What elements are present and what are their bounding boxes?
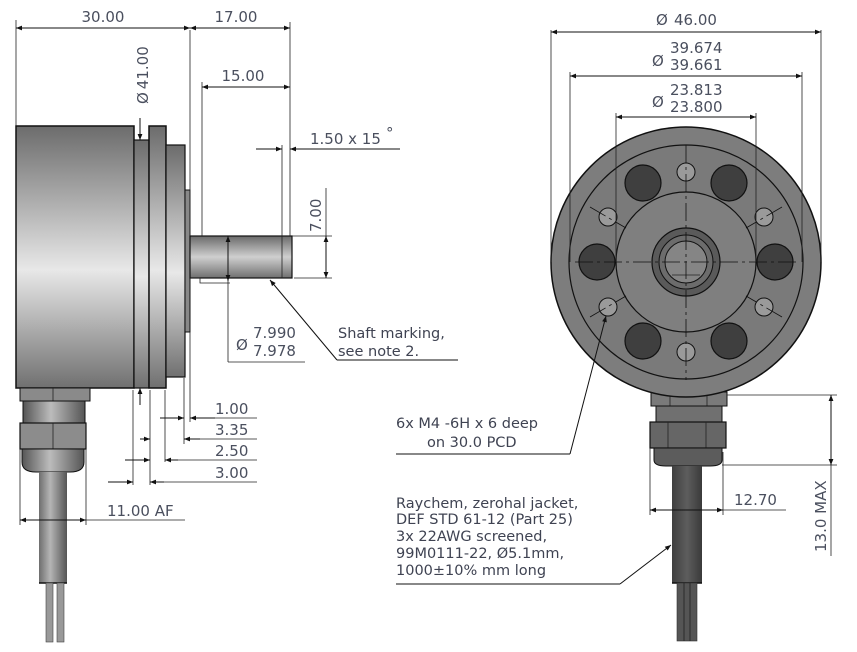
hub-diameter-symbol: Ø xyxy=(652,93,664,111)
dim-gland-af: 11.00 AF xyxy=(107,502,174,520)
spigot-diameter-symbol: Ø xyxy=(652,52,664,70)
dim-flange-4: 3.00 xyxy=(215,464,248,482)
wire-1 xyxy=(45,582,54,643)
side-view: 30.00 17.00 15.00 1.50 x 15 ° Ø 41.00 7.0… xyxy=(15,8,458,643)
dim-flat-height: 7.00 xyxy=(307,199,325,232)
dim-hub-diameter-min: 23.800 xyxy=(670,98,723,116)
hub xyxy=(184,189,191,333)
dim-body-diameter: Ø 41.00 xyxy=(134,46,152,104)
dim-overall-length: 30.00 xyxy=(82,8,125,26)
dim-shaft-length: 15.00 xyxy=(222,67,265,85)
flange xyxy=(148,125,167,389)
dim-chamfer: 1.50 x 15 xyxy=(310,130,381,148)
cable-note-line5: 1000±10% mm long xyxy=(396,563,546,579)
body-diameter-value: 41.00 xyxy=(134,46,152,89)
spigot xyxy=(165,144,186,378)
body-groove xyxy=(133,139,150,389)
dim-shaft-extension: 17.00 xyxy=(215,8,258,26)
shaft-diameter-max: 7.990 xyxy=(253,324,296,342)
shaft-diameter-symbol: Ø xyxy=(236,336,248,354)
dim-flange-1: 1.00 xyxy=(215,400,248,418)
shaft-note-line1: Shaft marking, xyxy=(338,326,445,342)
diameter-symbol: Ø xyxy=(134,92,152,104)
gland-nut-top xyxy=(19,387,91,402)
large-holes xyxy=(578,164,794,360)
cable-note-line3: 3x 22AWG screened, xyxy=(396,529,547,545)
cable-note-line2: DEF STD 61-12 (Part 25) xyxy=(396,512,573,528)
tapped-holes-note-line1: 6x M4 -6H x 6 deep xyxy=(396,416,538,432)
wire-2 xyxy=(56,582,65,643)
shaft xyxy=(189,235,293,279)
front-view: Ø 46.00 Ø 39.674 39.661 Ø 23.813 23.800 … xyxy=(396,11,837,642)
dim-spigot-diameter-min: 39.661 xyxy=(670,56,723,74)
dim-hub-diameter-max: 23.813 xyxy=(670,81,723,99)
cable-note-line1: Raychem, zerohal jacket, xyxy=(396,496,578,512)
cable-right xyxy=(672,466,702,583)
cable-left xyxy=(39,472,67,583)
dim-chamfer-degree: ° xyxy=(386,124,394,142)
front-gland-hex xyxy=(649,421,727,449)
dim-flange-3: 2.50 xyxy=(215,442,248,460)
cable-note-line4: 99M0111-22, Ø5.1mm, xyxy=(396,546,564,562)
dim-flange-2: 3.35 xyxy=(215,421,248,439)
encoder-body xyxy=(15,125,135,389)
dim-outer-diameter: 46.00 xyxy=(674,11,717,29)
tapped-holes-note-line2: on 30.0 PCD xyxy=(427,435,517,451)
shaft-note-line2: see note 2. xyxy=(338,344,419,360)
dim-gland-height: 13.0 MAX xyxy=(812,480,830,552)
shaft-diameter-min: 7.978 xyxy=(253,342,296,360)
gland-seal xyxy=(21,448,85,473)
dim-gland-width: 12.70 xyxy=(734,491,777,509)
dim-spigot-diameter-max: 39.674 xyxy=(670,39,723,57)
outer-diameter-symbol: Ø xyxy=(656,11,668,29)
